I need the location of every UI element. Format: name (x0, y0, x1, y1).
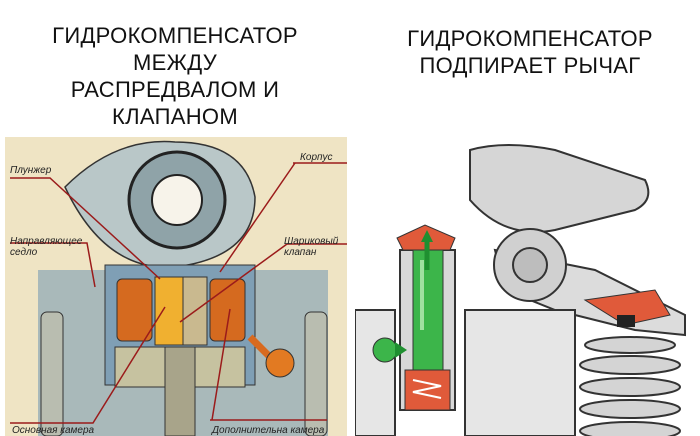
label-extra-chamber: Дополнительна камера (212, 425, 325, 436)
label-main-chamber: Основная камера (12, 425, 95, 436)
title-line: ГИДРОКОМПЕНСАТОР (407, 26, 653, 51)
rocker-lifter-diagram (355, 140, 700, 436)
title-line: КЛАПАНОМ (112, 104, 238, 129)
label-plunger: Плунжер (10, 165, 52, 176)
label-body: Корпус (300, 152, 333, 163)
title-line: ПОДПИРАЕТ РЫЧАГ (419, 53, 641, 78)
left-title: ГИДРОКОМПЕНСАТОР МЕЖДУ РАСПРЕДВАЛОМ И КЛ… (10, 22, 340, 130)
title-line: РАСПРЕДВАЛОМ И (70, 77, 280, 102)
right-title: ГИДРОКОМПЕНСАТОР ПОДПИРАЕТ РЫЧАГ (360, 25, 700, 79)
title-line: ГИДРОКОМПЕНСАТОР (52, 23, 298, 48)
lifter-cutaway-diagram (5, 137, 347, 436)
title-line: МЕЖДУ (133, 50, 217, 75)
